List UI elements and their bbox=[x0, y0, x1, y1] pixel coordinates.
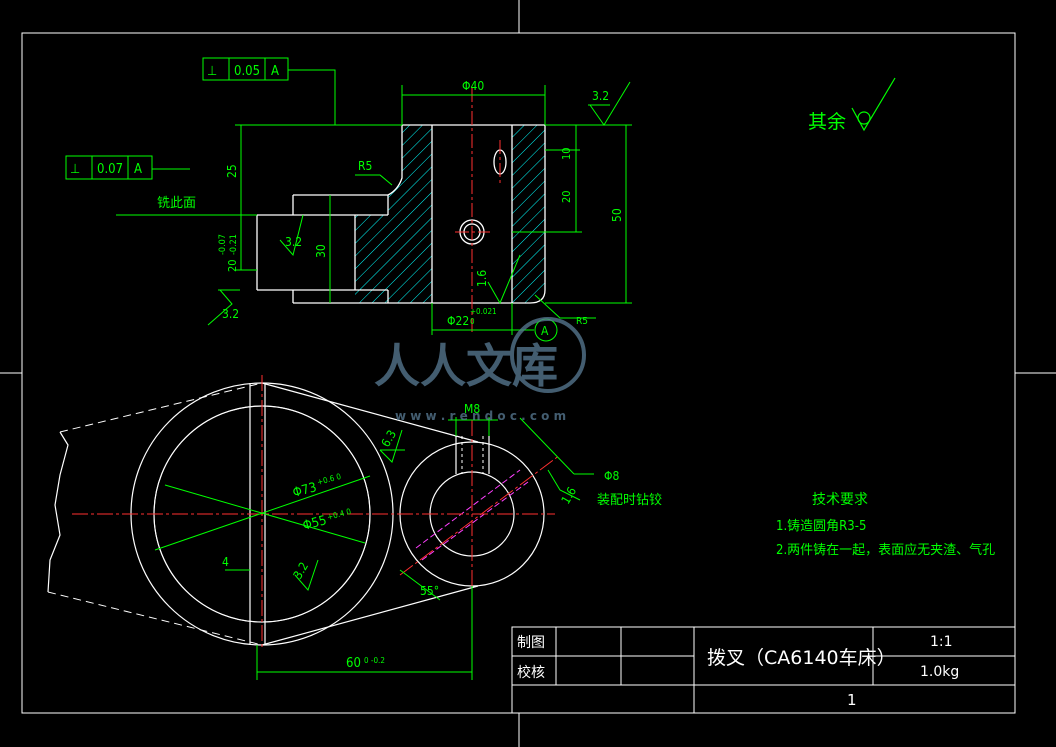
dim-60: 60 bbox=[346, 656, 361, 671]
hatch-right bbox=[512, 125, 545, 303]
dim-55deg: 55° bbox=[420, 584, 439, 598]
dim-60-tol: 0 -0.2 bbox=[364, 656, 385, 665]
dim-25: 25 bbox=[225, 164, 239, 178]
watermark-brand: 人人文库 bbox=[374, 339, 558, 393]
tol1-value: 0.05 bbox=[234, 64, 260, 79]
dim-30: 30 bbox=[314, 244, 328, 258]
roughness-left: 3.2 bbox=[285, 235, 302, 249]
roughness-top: 3.2 bbox=[592, 89, 609, 103]
assembly-note: 装配时钻铰 bbox=[597, 493, 662, 508]
dim-20: 20 bbox=[560, 190, 573, 203]
drawing-scale: 1:1 bbox=[930, 634, 953, 650]
drawing-title: 拨叉（CA6140车床） bbox=[707, 647, 896, 669]
tol2-value: 0.07 bbox=[97, 162, 123, 177]
drawn-label: 制图 bbox=[517, 635, 545, 651]
dim-10: 10 bbox=[560, 147, 573, 160]
dim-phi8: Φ8 bbox=[604, 469, 619, 483]
sheet-number: 1 bbox=[847, 691, 857, 709]
watermark-url: w w w . r e n d o c . c o m bbox=[395, 409, 566, 423]
section-view: ⊥ 0.05 A ⊥ 0.07 A Φ40 3.2 R5 25 10 20 50… bbox=[65, 57, 632, 342]
dim-phi22-lower: 0 bbox=[470, 317, 475, 326]
dim-50: 50 bbox=[610, 208, 624, 222]
dim-phi22-upper: +0.021 bbox=[470, 307, 497, 316]
title-block: 制图 校核 拨叉（CA6140车床） 1:1 1.0kg 1 bbox=[511, 626, 1016, 714]
dim-4: 4 bbox=[222, 555, 229, 569]
dim-phi22: Φ22 bbox=[447, 314, 469, 328]
tech-req-title: 技术要求 bbox=[812, 492, 868, 508]
dim-20-tol: 20 bbox=[226, 259, 239, 272]
surface-note-label: 其余 bbox=[808, 111, 846, 133]
tol1-symbol: ⊥ bbox=[207, 64, 217, 79]
dim-phi73: Φ73 bbox=[291, 480, 318, 501]
surface-finish-note: 其余 bbox=[808, 77, 896, 133]
dim-r5-bottom: R5 bbox=[576, 316, 588, 327]
mill-note: 铣此面 bbox=[157, 196, 196, 211]
plan-view: M8 Φ73 +0.6 0 Φ55 +0.4 0 6.3 3.2 1.6 4 5… bbox=[47, 375, 662, 680]
tol2-datum: A bbox=[134, 162, 142, 177]
technical-requirements: 技术要求 1.铸造圆角R3-5 2.两件铸在一起，表面应无夹渣、气孔 bbox=[776, 492, 995, 558]
checked-label: 校核 bbox=[517, 664, 545, 681]
dim-20-tol-upper: -0.07 bbox=[218, 234, 228, 255]
tol1-datum: A bbox=[271, 64, 279, 79]
dim-20-tol-lower: -0.21 bbox=[229, 234, 239, 255]
hatch-left bbox=[355, 125, 432, 303]
tech-req-item-1: 1.铸造圆角R3-5 bbox=[776, 518, 866, 534]
dim-r5: R5 bbox=[358, 159, 372, 173]
watermark: 人人文库 w w w . r e n d o c . c o m bbox=[374, 317, 586, 423]
roughness-bottom-left: 3.2 bbox=[222, 307, 239, 321]
tol2-symbol: ⊥ bbox=[70, 162, 80, 177]
roughness-1-6: 1.6 bbox=[475, 270, 489, 287]
tech-req-item-2: 2.两件铸在一起，表面应无夹渣、气孔 bbox=[776, 542, 995, 558]
dim-phi55: Φ55 bbox=[301, 513, 328, 534]
dim-m8: M8 bbox=[464, 402, 480, 416]
dim-phi40: Φ40 bbox=[462, 79, 484, 93]
datum-a: A bbox=[541, 324, 549, 338]
drawing-weight: 1.0kg bbox=[920, 664, 959, 680]
